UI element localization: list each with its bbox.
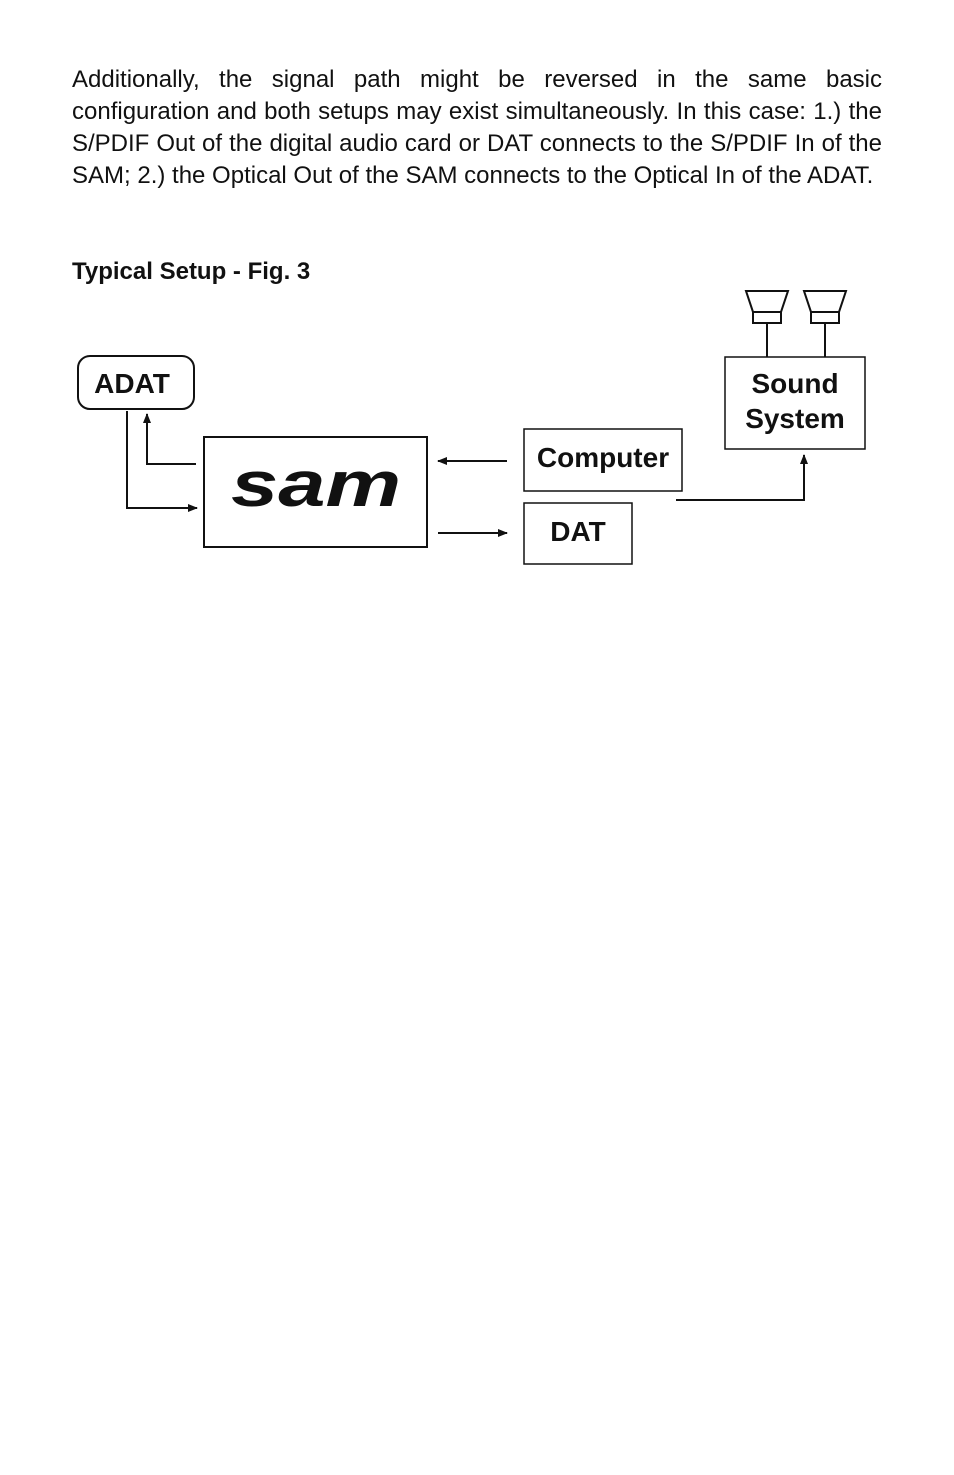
sam-logo: sam bbox=[231, 448, 401, 520]
sound-system-box: Sound System bbox=[724, 356, 866, 450]
sound-system-label-line1: Sound bbox=[751, 368, 838, 399]
adat-label: ADAT bbox=[94, 368, 170, 399]
adat-to-sam-arrow bbox=[126, 411, 198, 512]
speaker-icon bbox=[802, 290, 848, 357]
sam-to-adat-arrow bbox=[143, 413, 196, 465]
dat-box: DAT bbox=[523, 502, 633, 565]
figure-heading: Typical Setup - Fig. 3 bbox=[72, 258, 311, 285]
dat-label: DAT bbox=[550, 516, 605, 547]
computer-box: Computer bbox=[523, 428, 683, 492]
setup-diagram: ADAT sam Computer DAT Sound System bbox=[77, 290, 866, 565]
sam-box: sam bbox=[203, 436, 428, 548]
adat-box: ADAT bbox=[77, 355, 195, 410]
speaker-icon bbox=[744, 290, 790, 357]
computer-label: Computer bbox=[537, 442, 669, 473]
sound-system-label-line2: System bbox=[745, 403, 845, 434]
computer-to-sound-arrow bbox=[676, 454, 808, 501]
body-paragraph: Additionally, the signal path might be r… bbox=[72, 66, 882, 189]
